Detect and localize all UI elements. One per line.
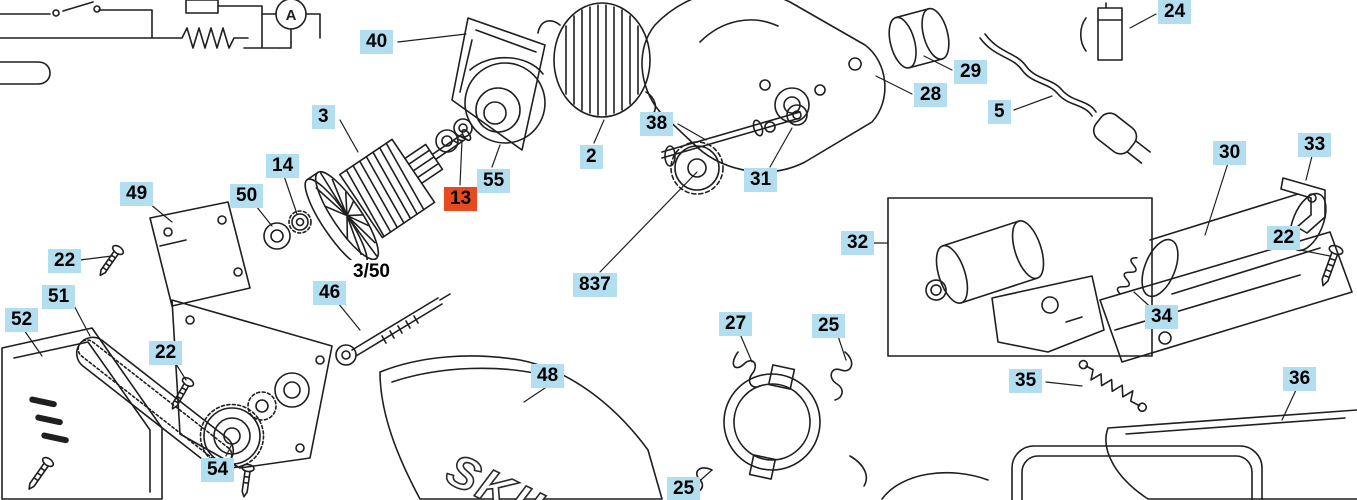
part-label-50[interactable]: 50: [230, 184, 264, 208]
part-label-5[interactable]: 5: [988, 100, 1011, 124]
clip-drawing: [1079, 2, 1123, 61]
belt-cover-drawing: [1, 327, 163, 500]
part-label-40[interactable]: 40: [360, 30, 394, 54]
part-label-51[interactable]: 51: [42, 285, 76, 309]
gear-housing-drawing: [641, 0, 886, 173]
brush-wire-right-drawing: [849, 455, 868, 487]
part-label-32[interactable]: 32: [841, 231, 875, 255]
part-label-52[interactable]: 52: [5, 308, 39, 332]
part-label-34[interactable]: 34: [1145, 305, 1179, 329]
meter-symbol-label: A: [286, 7, 297, 24]
part-label-54[interactable]: 54: [201, 458, 235, 482]
part-label-3[interactable]: 3: [312, 105, 335, 129]
part-label-24[interactable]: 24: [1158, 0, 1192, 24]
bearing-pinion-drawing: [263, 210, 312, 250]
part-label-49[interactable]: 49: [120, 182, 154, 206]
misc-curve-drawing: [881, 471, 989, 500]
screw-right-drawing: [1321, 244, 1344, 287]
part-label-35[interactable]: 35: [1009, 369, 1043, 393]
brush-spring-left-drawing: [732, 351, 761, 388]
part-label-22-2[interactable]: 22: [1267, 226, 1301, 250]
worm-shaft-drawing: [335, 293, 451, 366]
part-label-30[interactable]: 30: [1213, 141, 1247, 165]
part-label-13[interactable]: 13: [444, 187, 478, 211]
parts-box-drawing: [887, 197, 1153, 357]
shaft-gear-drawing: [661, 104, 808, 195]
tension-spring-drawing: [1078, 359, 1148, 413]
drum-roller-drawing: [888, 7, 950, 69]
fan-housing-drawing: [464, 56, 546, 144]
base-plate-drawing: [1011, 409, 1357, 500]
part-label-29[interactable]: 29: [954, 60, 988, 84]
screw-left-drawing: [99, 244, 125, 277]
part-label-22[interactable]: 22: [48, 249, 82, 273]
leader-lines: [23, 13, 1331, 487]
plug-drawing: [1092, 112, 1151, 164]
part-label-3-50[interactable]: 3/50: [350, 260, 393, 284]
screw-mid-drawing: [171, 376, 195, 410]
part-label-31[interactable]: 31: [744, 168, 778, 192]
part-label-55[interactable]: 55: [477, 169, 511, 193]
part-label-837[interactable]: 837: [573, 273, 617, 297]
cover-drawing: [379, 355, 663, 500]
part-label-38[interactable]: 38: [640, 112, 674, 136]
gear-plate-drawing: [171, 299, 333, 469]
power-cord-drawing: [979, 33, 1151, 164]
brush-ring-drawing: [691, 351, 868, 494]
part-label-48[interactable]: 48: [531, 364, 565, 388]
part-label-33[interactable]: 33: [1298, 133, 1332, 157]
wiring-schematic-drawing: A: [0, 0, 321, 85]
part-label-27[interactable]: 27: [719, 312, 753, 336]
part-label-22-3[interactable]: 22: [149, 341, 183, 365]
part-label-25[interactable]: 25: [812, 314, 846, 338]
part-label-2[interactable]: 2: [580, 145, 603, 169]
brush-spring-right-drawing: [830, 351, 853, 401]
screw-bottom-left-drawing: [28, 456, 55, 490]
part-label-28[interactable]: 28: [914, 83, 948, 107]
part-label-36[interactable]: 36: [1283, 367, 1317, 391]
part-label-25-2[interactable]: 25: [667, 477, 701, 500]
baffle-plate-drawing: [451, 17, 546, 151]
part-label-14[interactable]: 14: [266, 154, 300, 178]
part-label-46[interactable]: 46: [313, 281, 347, 305]
bearing-plate-drawing: [149, 201, 251, 307]
small-spring-drawing: [1116, 256, 1138, 295]
